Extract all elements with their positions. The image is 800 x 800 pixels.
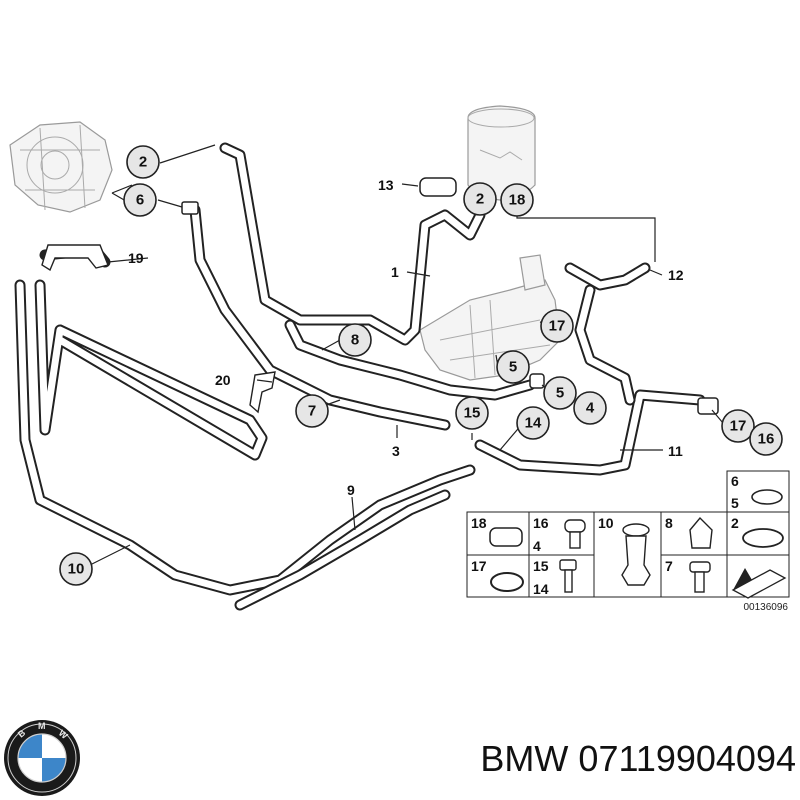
callout-14[interactable]: 14: [516, 406, 550, 440]
hose-11: [474, 389, 706, 476]
steering-gear-ghost: [419, 254, 561, 381]
callout-16[interactable]: 16: [749, 422, 783, 456]
clamp-13: [419, 177, 457, 197]
callout-2-reservoir-hose[interactable]: 2: [463, 182, 497, 216]
part-number: 07119904094: [578, 738, 796, 779]
part-title: BMW 07119904094: [398, 738, 796, 788]
svg-text:15: 15: [464, 405, 481, 422]
svg-text:4: 4: [533, 538, 541, 554]
svg-text:15: 15: [533, 558, 549, 574]
svg-text:17: 17: [730, 418, 747, 435]
callout-17-lower[interactable]: 17: [721, 409, 755, 443]
arrow-icon: [731, 568, 787, 599]
svg-text:5: 5: [509, 359, 517, 376]
steering-pump-ghost: [9, 121, 113, 213]
bracket-20: [249, 371, 276, 414]
parts-legend: 6 5 18 16 4 10 8 2 17 15 14 7: [466, 470, 790, 613]
callout-5-lower[interactable]: 5: [543, 376, 577, 410]
bracket-19: [41, 244, 109, 272]
fitting-5: [529, 373, 545, 389]
callout-8[interactable]: 8: [338, 323, 372, 357]
callout-10[interactable]: 10: [59, 552, 93, 586]
svg-text:14: 14: [533, 581, 549, 597]
svg-text:M: M: [38, 721, 46, 731]
callout-7[interactable]: 7: [295, 394, 329, 428]
callout-17-upper[interactable]: 17: [540, 309, 574, 343]
label-3[interactable]: 3: [392, 443, 400, 459]
bmw-roundel-icon: B M W: [4, 720, 80, 796]
svg-text:14: 14: [525, 415, 542, 432]
svg-text:8: 8: [351, 332, 359, 349]
hose-8-7: [284, 319, 536, 401]
label-20[interactable]: 20: [215, 372, 231, 388]
hose-3: [189, 204, 451, 431]
svg-text:17: 17: [471, 558, 487, 574]
label-1[interactable]: 1: [391, 264, 399, 280]
callout-5-upper[interactable]: 5: [496, 350, 530, 384]
hose-1: [219, 142, 486, 346]
label-11[interactable]: 11: [668, 443, 683, 459]
svg-text:18: 18: [471, 515, 487, 531]
callout-2-pump-hose[interactable]: 2: [126, 145, 160, 179]
callout-4[interactable]: 4: [573, 391, 607, 425]
hose-9: [234, 489, 451, 611]
hose-12: [564, 262, 651, 406]
fitting-16: [697, 397, 719, 415]
label-9[interactable]: 9: [347, 482, 355, 498]
svg-text:8: 8: [665, 515, 673, 531]
svg-text:7: 7: [308, 403, 316, 420]
svg-text:10: 10: [598, 515, 614, 531]
svg-text:4: 4: [586, 400, 595, 417]
svg-text:17: 17: [549, 318, 566, 335]
svg-text:16: 16: [758, 431, 775, 448]
svg-text:6: 6: [731, 473, 739, 489]
svg-text:18: 18: [509, 192, 526, 209]
diagram-code: 00136096: [744, 602, 789, 613]
svg-text:5: 5: [556, 385, 564, 402]
callout-6[interactable]: 6: [123, 183, 157, 217]
svg-text:2: 2: [476, 191, 484, 208]
callout-18[interactable]: 18: [500, 183, 534, 217]
svg-text:B: B: [16, 727, 28, 739]
svg-text:2: 2: [731, 515, 739, 531]
svg-text:6: 6: [136, 192, 144, 209]
brand-name: BMW: [480, 738, 569, 779]
svg-text:5: 5: [731, 495, 739, 511]
label-13[interactable]: 13: [378, 177, 394, 193]
leader-lines: [89, 144, 724, 566]
fitting-6: [181, 201, 199, 215]
callout-15[interactable]: 15: [455, 396, 489, 430]
label-12[interactable]: 12: [668, 267, 684, 283]
svg-text:2: 2: [139, 154, 147, 171]
svg-text:10: 10: [68, 561, 85, 578]
legend-cell-16-4[interactable]: [528, 511, 595, 556]
svg-text:7: 7: [665, 558, 673, 574]
label-19[interactable]: 19: [128, 250, 144, 266]
svg-text:16: 16: [533, 515, 549, 531]
